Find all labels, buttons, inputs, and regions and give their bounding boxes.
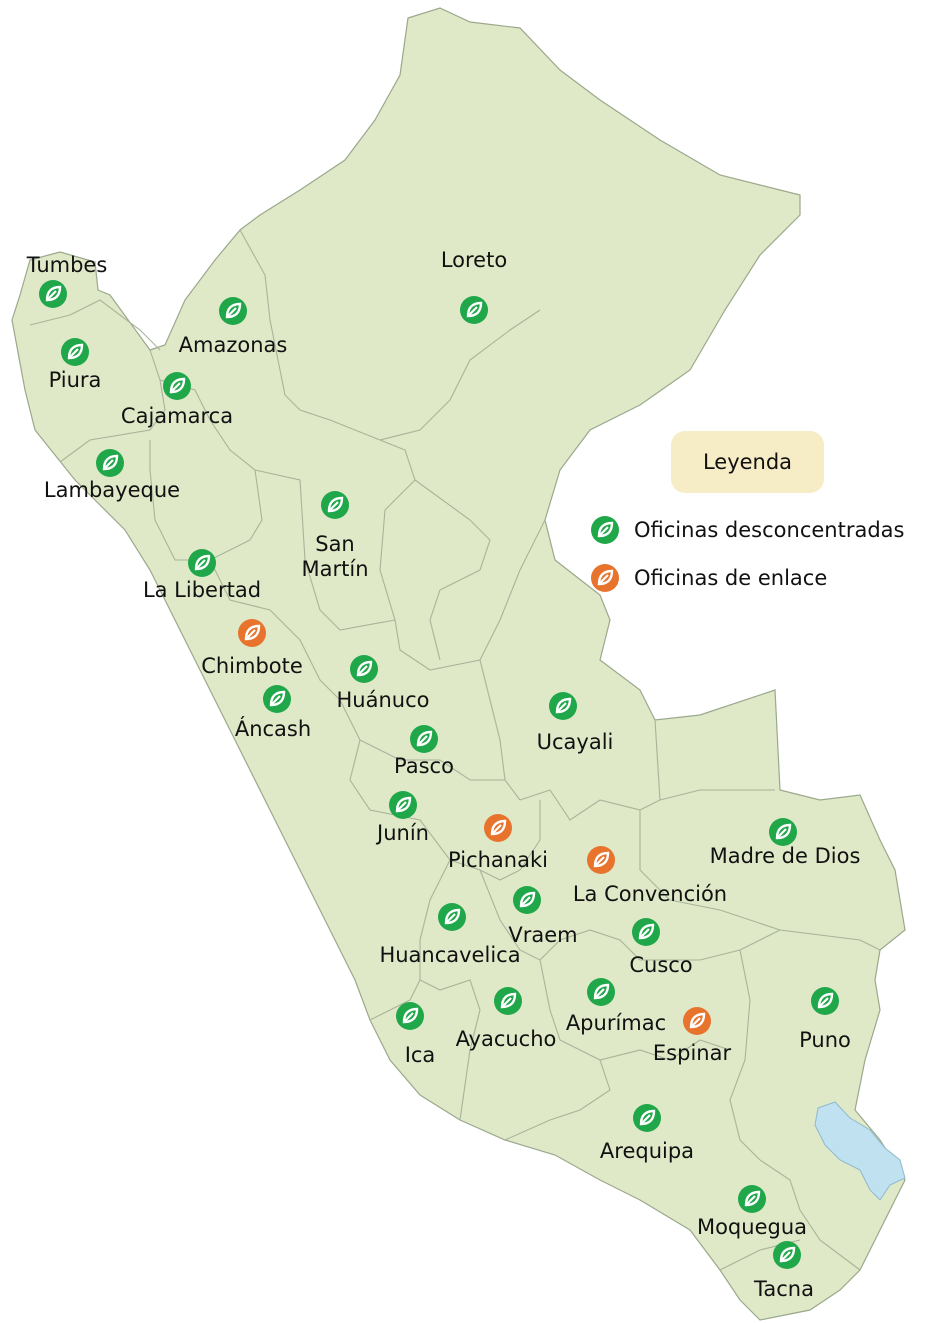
office-label: Piura	[49, 368, 102, 392]
office-label: Cajamarca	[121, 404, 233, 428]
office-label: Moquegua	[697, 1215, 807, 1239]
office-label: Pichanaki	[448, 848, 548, 872]
office-label: Huánuco	[337, 688, 430, 712]
office-label: Áncash	[235, 716, 311, 741]
desconcentrada-leaf-icon	[549, 692, 577, 720]
office-label: Lambayeque	[44, 478, 180, 502]
office-label: Ucayali	[537, 730, 614, 754]
office-label: Tacna	[753, 1277, 814, 1301]
enlace-leaf-icon	[683, 1007, 711, 1035]
desconcentrada-leaf-icon	[460, 296, 488, 324]
enlace-leaf-icon	[238, 619, 266, 647]
legend-title: Leyenda	[702, 450, 793, 474]
office-label: Loreto	[441, 248, 507, 272]
desconcentrada-leaf-icon	[633, 1104, 661, 1132]
legend-label: Oficinas de enlace	[634, 566, 828, 590]
desconcentrada-leaf-icon	[188, 549, 216, 577]
office-label: Martín	[302, 557, 369, 581]
desconcentrada-leaf-icon	[811, 987, 839, 1015]
leaf-icon-orange	[591, 564, 619, 592]
office-markers	[39, 280, 839, 1269]
office-label: Madre de Dios	[710, 844, 861, 868]
desconcentrada-leaf-icon	[769, 818, 797, 846]
legend-title-box: Leyenda	[671, 431, 824, 493]
office-label: Pasco	[394, 754, 454, 778]
desconcentrada-leaf-icon	[163, 372, 191, 400]
desconcentrada-leaf-icon	[219, 297, 247, 325]
office-label: La Libertad	[143, 578, 261, 602]
office-label: Apurímac	[566, 1011, 666, 1035]
office-label: La Convención	[573, 882, 727, 906]
desconcentrada-leaf-icon	[632, 918, 660, 946]
desconcentrada-leaf-icon	[438, 903, 466, 931]
desconcentrada-leaf-icon	[738, 1185, 766, 1213]
desconcentrada-leaf-icon	[321, 491, 349, 519]
legend-item-enlace: Oficinas de enlace	[590, 563, 827, 593]
desconcentrada-leaf-icon	[263, 685, 291, 713]
desconcentrada-leaf-icon	[61, 338, 89, 366]
office-label: Puno	[799, 1028, 851, 1052]
office-label: Cusco	[629, 953, 692, 977]
lake-titicaca	[814, 1101, 906, 1201]
office-label: Junín	[375, 821, 429, 845]
enlace-leaf-icon	[484, 814, 512, 842]
office-label: Arequipa	[600, 1139, 694, 1163]
office-label: Amazonas	[179, 333, 288, 357]
desconcentrada-leaf-icon	[39, 280, 67, 308]
desconcentrada-leaf-icon	[96, 449, 124, 477]
department-borders	[29, 229, 881, 1271]
office-label: Ayacucho	[456, 1027, 557, 1051]
desconcentrada-leaf-icon	[389, 791, 417, 819]
office-label: San	[315, 532, 355, 556]
legend-item-desconcentradas: Oficinas desconcentradas	[590, 515, 904, 545]
desconcentrada-leaf-icon	[350, 655, 378, 683]
leaf-icon-green	[591, 516, 619, 544]
desconcentrada-leaf-icon	[410, 725, 438, 753]
office-label: Tumbes	[26, 253, 108, 277]
office-label: Espinar	[653, 1041, 732, 1065]
desconcentrada-leaf-icon	[494, 987, 522, 1015]
enlace-leaf-icon	[587, 846, 615, 874]
office-label: Vraem	[508, 923, 577, 947]
desconcentrada-leaf-icon	[513, 886, 541, 914]
legend-label: Oficinas desconcentradas	[634, 518, 905, 542]
office-label: Huancavelica	[379, 943, 520, 967]
office-label: Chimbote	[201, 654, 303, 678]
desconcentrada-leaf-icon	[396, 1002, 424, 1030]
office-label: Ica	[405, 1043, 436, 1067]
desconcentrada-leaf-icon	[587, 978, 615, 1006]
desconcentrada-leaf-icon	[773, 1241, 801, 1269]
